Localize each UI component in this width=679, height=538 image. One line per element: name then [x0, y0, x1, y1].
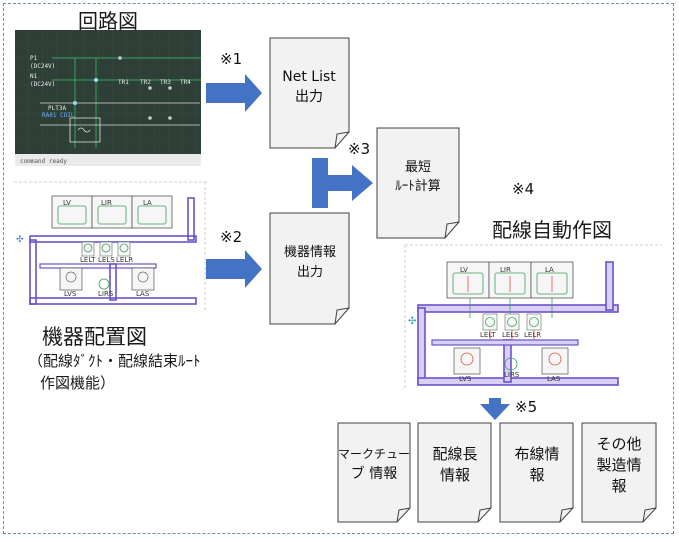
- layout-label-lels: LELS: [98, 256, 115, 264]
- netlist-line1: Net List: [282, 69, 336, 85]
- auto-device-lv: LV: [446, 261, 490, 299]
- output-2-line1: 配線長: [432, 445, 477, 463]
- layout-device-la: LA: [131, 195, 173, 229]
- auto-device-lirs: LIRS: [504, 357, 520, 379]
- auto-label-lirs: LIRS: [504, 371, 520, 379]
- cad-label-n1-v: (DC24V): [30, 81, 55, 88]
- auto-label-lels: LELS: [502, 331, 519, 339]
- auto-label-lv: LV: [460, 266, 468, 274]
- auto-device-las: LAS: [541, 347, 569, 383]
- layout-device-lirs: LIRS: [98, 278, 114, 298]
- layout-drawing: ✣ LV LIR LA LELT LELS: [14, 181, 208, 310]
- auto-label-lelt: LELT: [480, 331, 496, 339]
- layout-label-lvs: LVS: [64, 290, 77, 298]
- layout-subtitle-line1: （配線ﾀﾞｸﾄ・配線結束ﾙｰﾄ: [28, 352, 201, 370]
- shortest-line2: ﾙｰﾄ計算: [395, 178, 441, 194]
- cad-label-n1: N1: [30, 73, 38, 80]
- cad-label-tr1: TR1: [118, 79, 129, 86]
- note-5: ※5: [515, 398, 538, 416]
- layout-device-lelt: LELT: [80, 241, 96, 264]
- output-4-line1: その他: [596, 435, 641, 453]
- auto-device-lels: LELS: [502, 313, 520, 339]
- auto-label-lelr: LELR: [524, 331, 541, 339]
- output-1-line2: ブ 情報: [351, 465, 397, 482]
- cad-label-tr3: TR3: [160, 79, 171, 86]
- auto-device-lelr: LELR: [524, 313, 542, 339]
- output-4-line2: 製造情: [596, 456, 641, 474]
- equipment-line2: 出力: [297, 265, 323, 280]
- equipment-line1: 機器情報: [284, 245, 336, 260]
- cad-label-plt: PLT3A: [48, 105, 66, 112]
- layout-device-lels: LELS: [98, 241, 115, 264]
- layout-label-la: LA: [143, 199, 152, 207]
- circuit-title: 回路図: [78, 9, 138, 33]
- doc-netlist: Net List 出力: [269, 37, 350, 149]
- layout-device-lelr: LELR: [116, 241, 133, 264]
- layout-title: 機器配置図: [42, 325, 147, 349]
- auto-device-la: LA: [530, 261, 574, 299]
- layout-device-las: LAS: [131, 267, 155, 298]
- auto-device-lelt: LELT: [480, 313, 498, 339]
- circuit-screenshot: P1 (DC24V) N1 (DC24V) PLT3A RA01 COIL TR…: [15, 30, 201, 166]
- layout-label-lelr: LELR: [116, 256, 133, 264]
- cad-label-p1: P1: [30, 55, 38, 62]
- cad-label-p1-v: (DC24V): [30, 63, 55, 70]
- auto-device-lvs: LVS: [453, 347, 481, 383]
- layout-subtitle-line2: 作図機能）: [40, 374, 116, 392]
- auto-label-lvs: LVS: [459, 375, 472, 383]
- cad-label-tr2: TR2: [140, 79, 151, 86]
- arrow-layout-to-equipment: [206, 250, 262, 288]
- layout-device-lvs: LVS: [59, 267, 83, 298]
- output-1-line1: マークチュー: [338, 447, 410, 461]
- diagram-frame: [3, 3, 674, 534]
- cad-status: command ready: [20, 158, 67, 165]
- output-3-line1: 布線情: [514, 445, 559, 463]
- output-2-line2: 情報: [440, 466, 470, 484]
- doc-output-wiring: 布線情 報: [499, 422, 574, 523]
- netlist-line2: 出力: [295, 89, 323, 105]
- arrow-to-outputs: [480, 398, 510, 420]
- note-2: ※2: [220, 228, 243, 246]
- cad-label-tr4: TR4: [180, 79, 191, 86]
- note-1: ※1: [220, 50, 243, 68]
- arrow-circuit-to-netlist: [206, 74, 262, 112]
- doc-shortest-route: 最短 ﾙｰﾄ計算: [376, 127, 460, 239]
- output-3-line2: 報: [529, 466, 544, 484]
- arrow-merge-to-shortest: [312, 158, 373, 208]
- doc-equipment: 機器情報 出力: [269, 212, 350, 325]
- svg-text:✣: ✣: [408, 316, 416, 327]
- doc-output-marktube: マークチュー ブ 情報: [337, 422, 411, 523]
- doc-output-other: その他 製造情 報: [581, 422, 657, 523]
- cad-label-coil: RA01 COIL: [42, 112, 75, 119]
- shortest-line1: 最短: [405, 160, 431, 175]
- auto-drawing: ✣ LV LIR LA LELT: [404, 244, 662, 388]
- note-3: ※3: [348, 140, 371, 158]
- auto-device-lir: LIR: [488, 261, 532, 299]
- auto-label-la: LA: [545, 266, 554, 274]
- layout-label-lir: LIR: [101, 199, 112, 207]
- svg-text:✣: ✣: [16, 235, 24, 245]
- layout-label-las: LAS: [136, 290, 150, 298]
- note-4: ※4: [512, 180, 535, 198]
- auto-label-las: LAS: [547, 375, 561, 383]
- auto-drawing-title: 配線自動作図: [492, 218, 612, 242]
- layout-device-lv: LV: [51, 195, 93, 229]
- layout-device-lir: LIR: [91, 195, 133, 229]
- layout-label-lirs: LIRS: [98, 290, 114, 298]
- layout-label-lv: LV: [63, 199, 71, 207]
- auto-label-lir: LIR: [500, 266, 511, 274]
- output-4-line3: 報: [611, 477, 626, 495]
- layout-label-lelt: LELT: [80, 256, 96, 264]
- doc-output-wirelength: 配線長 情報: [417, 422, 492, 523]
